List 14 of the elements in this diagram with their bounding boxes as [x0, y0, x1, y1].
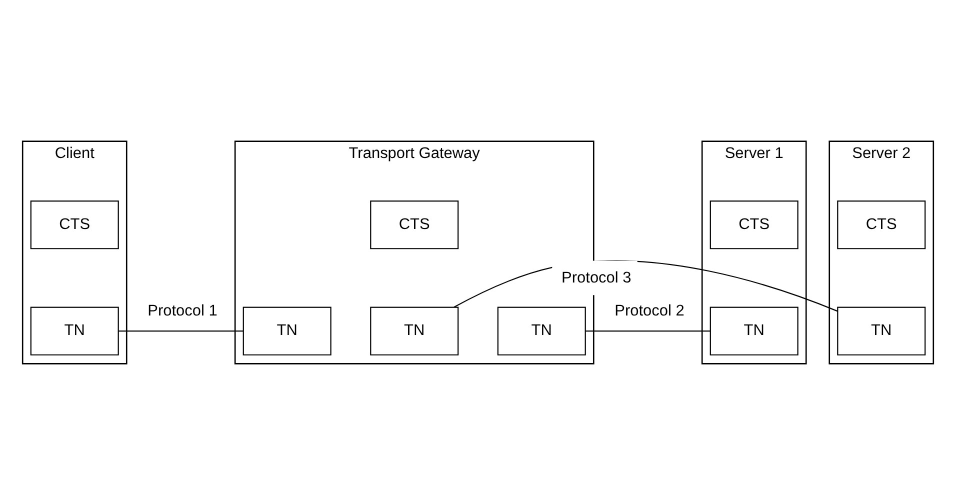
edge-label: Protocol 1	[148, 302, 218, 319]
node-box: TN	[497, 306, 586, 355]
node-box: CTS	[30, 200, 119, 249]
node-box: CTS	[370, 200, 459, 249]
node-box: CTS	[710, 200, 798, 249]
connector	[586, 330, 710, 332]
connector	[118, 330, 244, 332]
node-box: CTS	[837, 200, 926, 249]
edge-label: Protocol 2	[614, 302, 684, 319]
node-box: TN	[30, 306, 119, 355]
node-box: TN	[370, 306, 459, 355]
node-box: TN	[242, 306, 332, 355]
node-box: TN	[710, 306, 798, 355]
node-box: TN	[837, 306, 926, 355]
